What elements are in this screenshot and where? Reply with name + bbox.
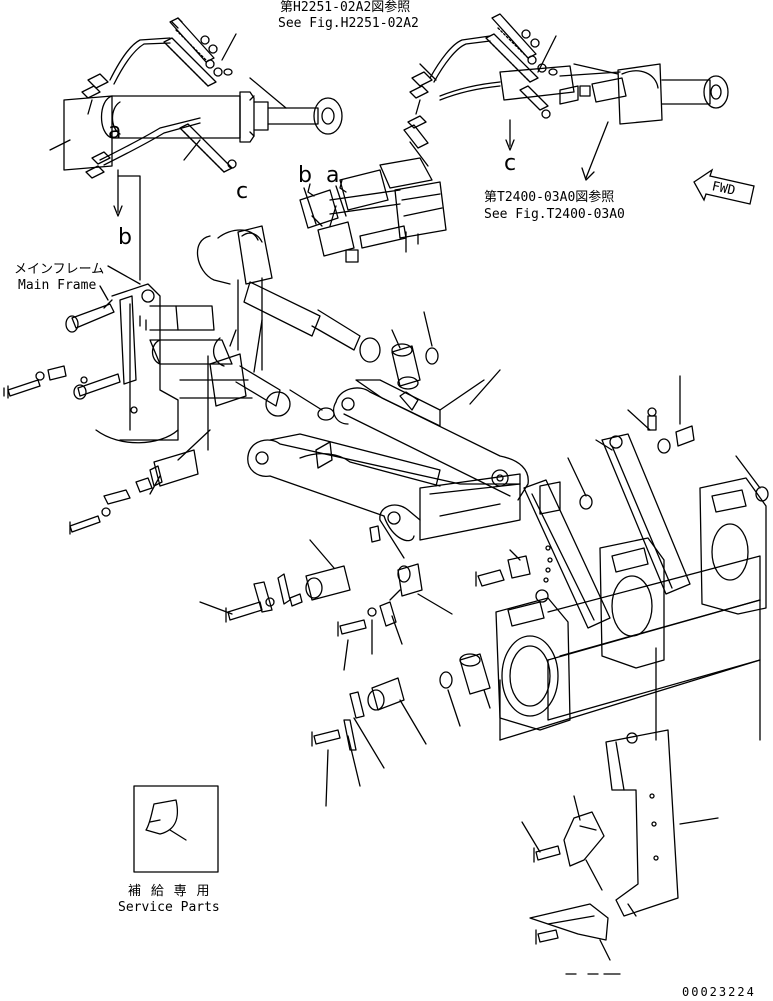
detail-letter-a-valve: a	[326, 163, 340, 188]
ref-t2400-jp: 第T2400-03A0図参照	[484, 190, 615, 205]
valve-assembly	[299, 157, 447, 263]
detail-letter-b-valve: b	[298, 163, 312, 188]
service-parts-label-en: Service Parts	[118, 900, 220, 915]
lower-parts	[199, 539, 491, 807]
detail-letter-c-right: c	[504, 151, 517, 176]
service-parts-box	[133, 785, 219, 873]
figure-number: 00023224	[682, 985, 756, 999]
detail-letter-c-center: c	[236, 179, 249, 204]
lift-cylinder	[177, 225, 439, 461]
main-frame-label-jp: メインフレーム	[14, 262, 105, 277]
service-parts-label-jp: 補 給 専 用	[128, 884, 211, 899]
detail-letter-b-left: b	[118, 225, 132, 250]
detail-letter-a-left: a	[108, 119, 122, 144]
main-frame	[3, 265, 233, 444]
fwd-label: FWD	[710, 179, 736, 199]
main-frame-label-en: Main Frame	[18, 278, 97, 293]
forward-direction-arrow-icon: FWD	[693, 168, 755, 205]
ref-h2251-en: See Fig.H2251-02A2	[278, 16, 419, 31]
ripper-beams	[247, 369, 529, 559]
shank-group	[521, 729, 719, 975]
ref-t2400-en: See Fig.T2400-03A0	[484, 207, 625, 222]
ripper-frame	[475, 375, 769, 741]
ref-h2251-jp: 第H2251-02A2図参照	[280, 0, 411, 15]
pin-group-left	[69, 449, 199, 535]
left-cylinder-group	[49, 17, 343, 281]
right-cylinder-group	[403, 13, 729, 181]
